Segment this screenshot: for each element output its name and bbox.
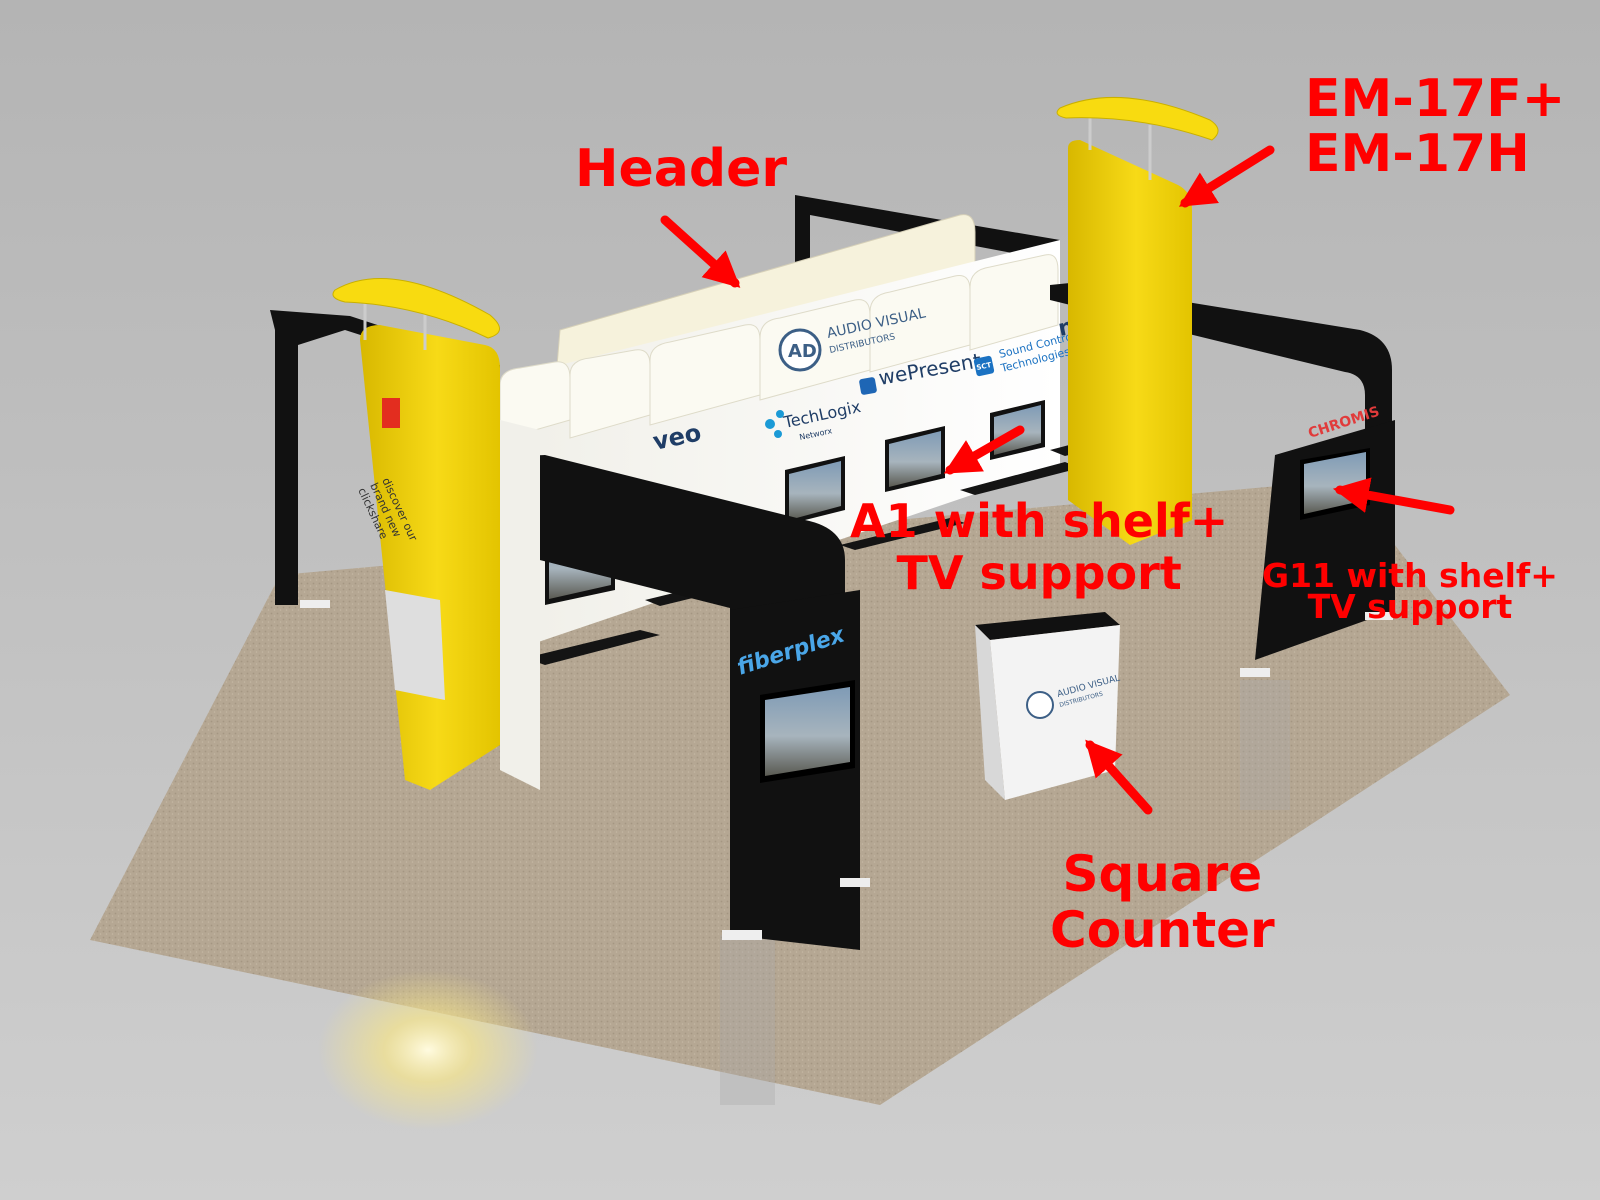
barco-badge: [382, 398, 400, 428]
left-back-arch: [270, 310, 500, 605]
post-foot: [722, 930, 762, 940]
counter-label-line2: Counter: [1050, 901, 1275, 959]
post-tv-screen: [765, 687, 850, 776]
header-label: Header: [575, 142, 787, 197]
a1-label: A1 with shelf+ TV support: [850, 494, 1229, 600]
a1-label-line2: TV support: [896, 545, 1182, 600]
left-tower-canopy: [332, 277, 500, 339]
post-foot: [300, 600, 330, 608]
sct-badge: [973, 355, 995, 377]
counter-arrow: [1085, 739, 1153, 815]
g11-label-line1: G11 with shelf+: [1262, 556, 1558, 595]
em-arrow: [1178, 145, 1275, 208]
wall-top-panels: [499, 254, 1059, 441]
header-label-line1: Header: [575, 139, 788, 199]
left-side-panel: [500, 420, 540, 790]
annotation-arrows: [660, 145, 1455, 815]
floor-light-glow: [318, 970, 538, 1130]
header-arrow: [660, 215, 741, 288]
wall-tv: [885, 426, 945, 492]
post-foot: [840, 878, 870, 887]
wepresent-icon: [859, 377, 877, 395]
a1-arrow: [943, 425, 1025, 475]
counter-label: Square Counter: [1050, 846, 1275, 958]
counter-side: [975, 625, 1005, 800]
em-label: EM-17F+ EM-17H: [1305, 72, 1565, 181]
right-yellow-tower: [1068, 140, 1192, 545]
counter-top: [975, 612, 1120, 640]
counter-front: [990, 625, 1120, 800]
brand-logo-icon: [778, 328, 822, 372]
post-foot: [1240, 668, 1270, 677]
techlogix-icon: [765, 410, 784, 438]
clickshare-product: [385, 590, 445, 700]
a1-label-line1: A1 with shelf+: [850, 494, 1229, 548]
svg-text:AD: AD: [788, 341, 817, 362]
post-reflection: [1240, 680, 1290, 810]
em-label-line1: EM-17F+: [1305, 69, 1566, 129]
g11-label: G11 with shelf+ TV support: [1262, 556, 1558, 627]
post-reflection: [720, 935, 775, 1105]
g11-label-line2: TV support: [1307, 587, 1513, 627]
g11-arrow: [1332, 477, 1455, 515]
counter-logo-icon: [1026, 691, 1054, 719]
wall-tv: [785, 456, 845, 525]
right-tower-canopy: [1056, 96, 1219, 141]
counter-label-line1: Square: [1062, 845, 1263, 903]
post-foot: [1365, 612, 1393, 620]
sct-badge-text: SCT: [976, 361, 993, 372]
back-arch: [795, 195, 1060, 330]
em-label-line2: EM-17H: [1305, 123, 1530, 184]
